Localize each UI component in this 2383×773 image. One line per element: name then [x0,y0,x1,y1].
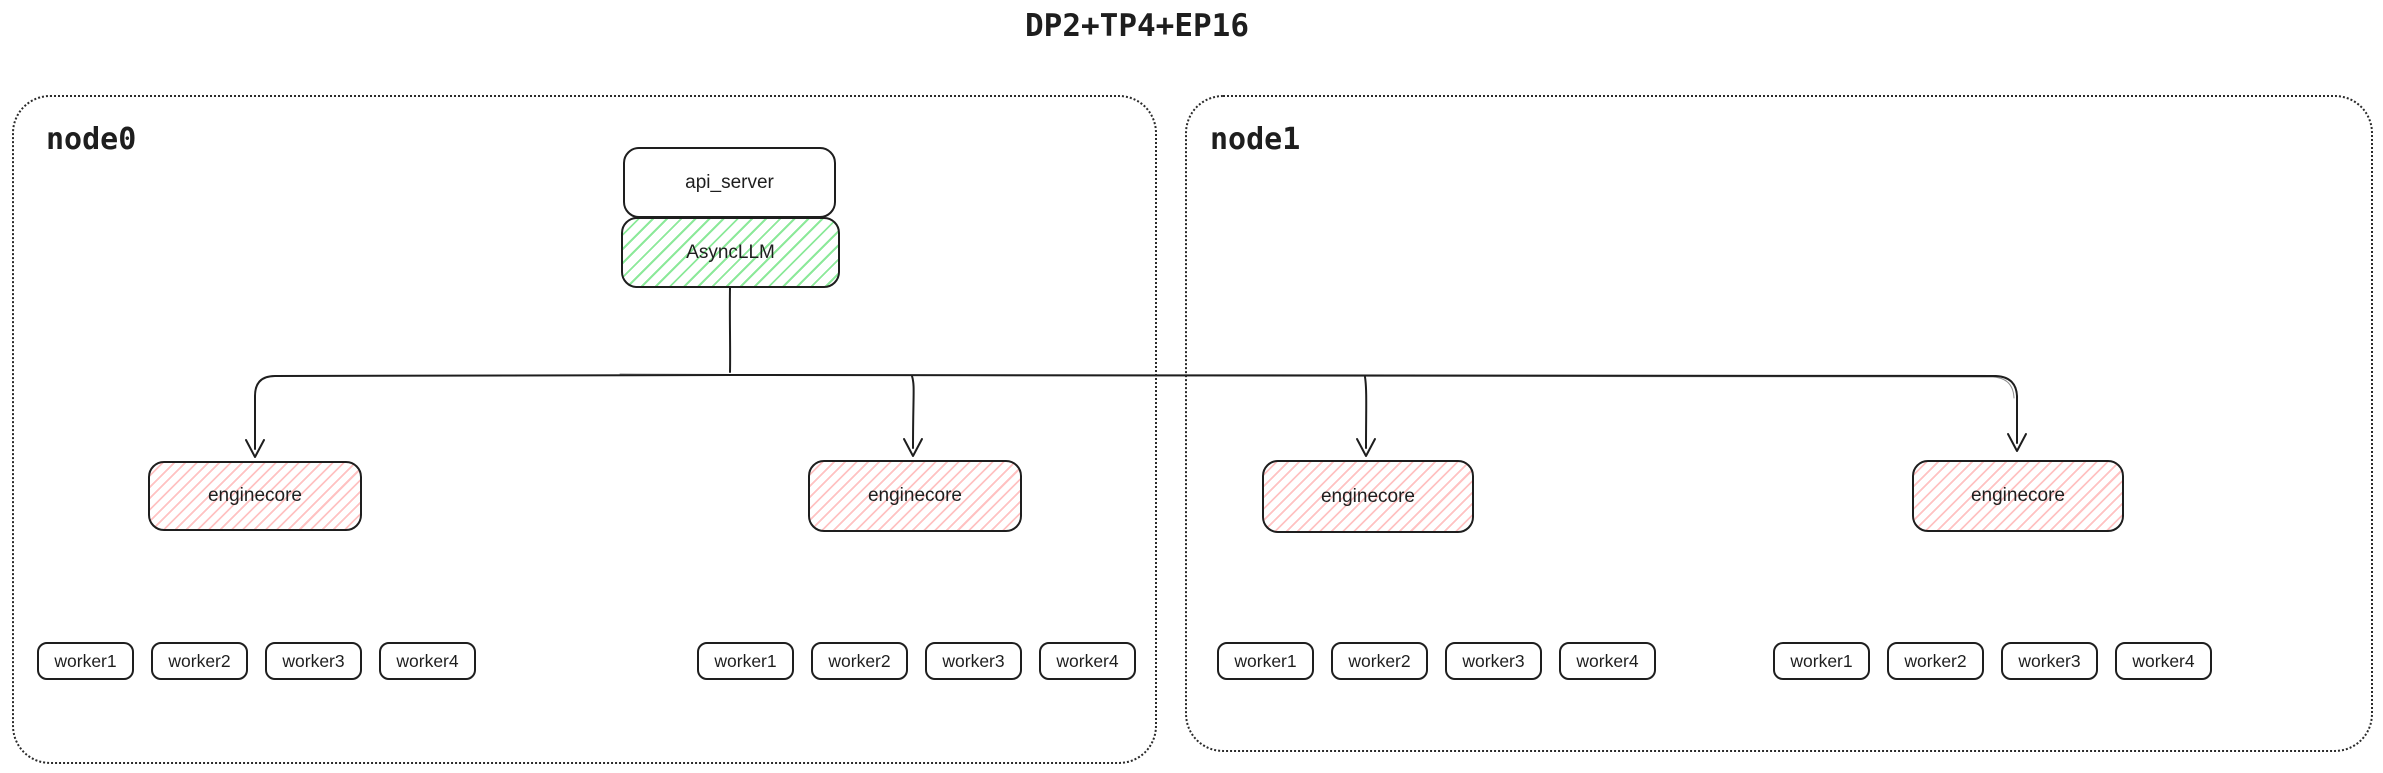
enginecore-box-2: enginecore [808,460,1022,532]
worker-box: worker3 [265,642,362,680]
worker-box: worker4 [379,642,476,680]
enginecore-box-3: enginecore [1262,460,1474,533]
enginecore-label: enginecore [867,485,963,506]
worker-box: worker3 [2001,642,2098,680]
enginecore-label: enginecore [207,485,303,506]
asyncllm-label: AsyncLLM [686,241,775,263]
worker-group-2: worker1 worker2 worker3 worker4 [697,642,1136,680]
worker-box: worker1 [37,642,134,680]
worker-box: worker3 [1445,642,1542,680]
enginecore-box-4: enginecore [1912,460,2124,532]
node1-label: node1 [1210,122,1301,157]
enginecore-box-1: enginecore [148,461,362,531]
worker-box: worker2 [811,642,908,680]
worker-group-1: worker1 worker2 worker3 worker4 [37,642,476,680]
worker-box: worker1 [697,642,794,680]
worker-box: worker2 [1887,642,1984,680]
diagram-title: DP2+TP4+EP16 [1025,8,1249,44]
asyncllm-box: AsyncLLM [621,217,840,288]
node0-label: node0 [46,122,137,157]
api-server-label: api_server [685,171,774,193]
worker-group-4: worker1 worker2 worker3 worker4 [1773,642,2212,680]
worker-box: worker2 [1331,642,1428,680]
worker-box: worker1 [1773,642,1870,680]
enginecore-label: enginecore [1970,485,2066,506]
worker-group-3: worker1 worker2 worker3 worker4 [1217,642,1656,680]
worker-box: worker2 [151,642,248,680]
api-server-box: api_server [623,147,836,218]
worker-box: worker1 [1217,642,1314,680]
enginecore-label: enginecore [1320,485,1416,507]
worker-box: worker4 [1039,642,1136,680]
worker-box: worker3 [925,642,1022,680]
worker-box: worker4 [2115,642,2212,680]
worker-box: worker4 [1559,642,1656,680]
